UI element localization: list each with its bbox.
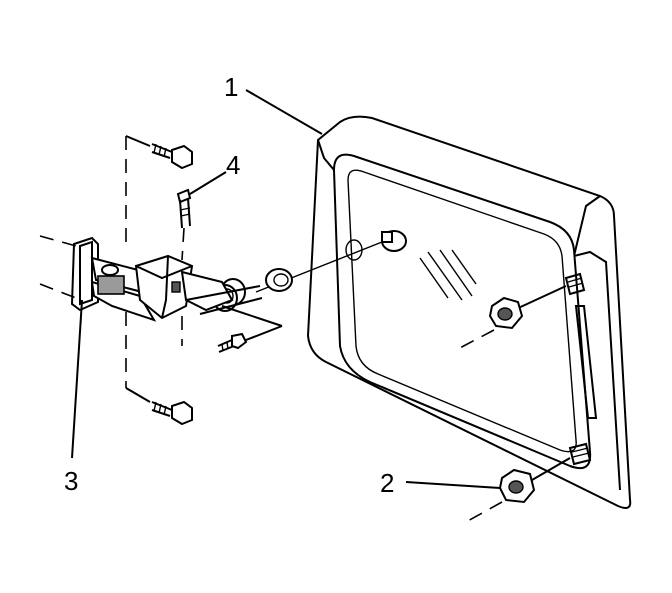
callout-1-label: 1	[224, 72, 238, 102]
upper-nut	[455, 296, 524, 351]
callout-2: 2	[380, 468, 501, 498]
callout-4: 4	[189, 150, 240, 195]
callout-1: 1	[224, 72, 323, 135]
hinge-pin-bolt	[176, 188, 192, 346]
callout-3: 3	[64, 299, 83, 496]
lower-nut	[465, 468, 536, 523]
window-assembly	[306, 115, 632, 509]
hinge-screw	[217, 305, 283, 353]
callout-2-label: 2	[380, 468, 394, 498]
callout-3-label: 3	[64, 466, 78, 496]
upper-stud	[513, 272, 586, 311]
hinge-assembly	[70, 236, 263, 322]
lower-stud	[531, 442, 592, 481]
upper-mounting-bolt	[125, 135, 193, 250]
washer	[265, 268, 293, 292]
lower-mounting-bolt	[125, 312, 193, 426]
callout-4-label: 4	[226, 150, 240, 180]
